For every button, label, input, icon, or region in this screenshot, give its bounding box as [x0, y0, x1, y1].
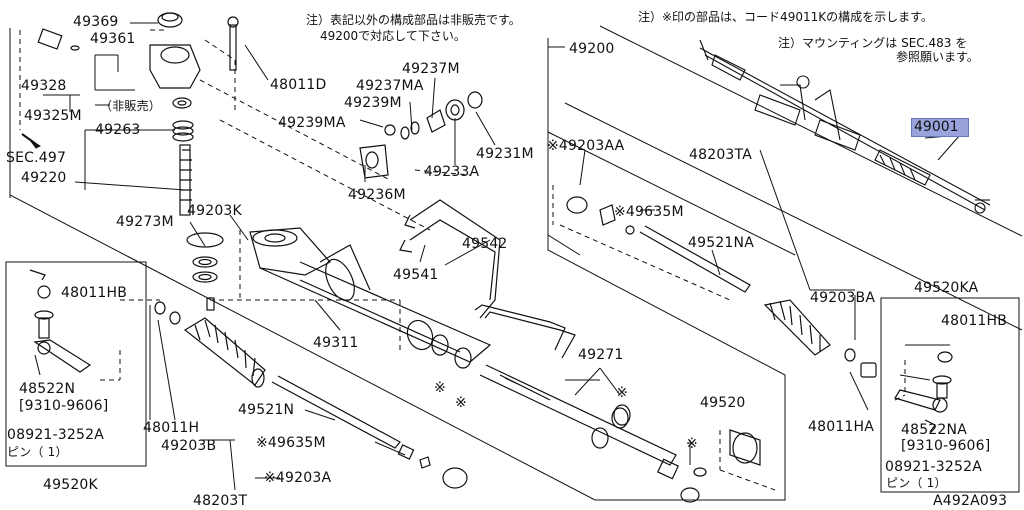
star-mark: ※ — [686, 436, 698, 452]
tie-rod-end-box-left — [5, 261, 147, 467]
pin-qty-right: ピン（ 1） — [886, 476, 947, 490]
sec-497-link[interactable]: SEC.497 — [6, 150, 67, 166]
part-label-49200[interactable]: 49200 — [569, 41, 615, 57]
note-star-parts: 注）※印の部品は、コード49011Kの構成を示します。 — [638, 10, 933, 24]
part-label-49328[interactable]: 49328 — [21, 78, 67, 94]
boot-right — [763, 299, 877, 378]
star-mark: ※ — [434, 380, 446, 396]
part-label-49520[interactable]: 49520 — [700, 395, 746, 411]
subassembly-outline — [547, 132, 581, 256]
part-label-49520K[interactable]: 49520K — [43, 477, 98, 493]
part-label-49237M[interactable]: 49237M — [402, 61, 460, 77]
note-nonsale-2: 49200で対応して下さい。 — [320, 29, 466, 43]
part-label-49231M[interactable]: 49231M — [476, 146, 534, 162]
part-label-49233A[interactable]: 49233A — [424, 164, 480, 180]
tie-rod-end-left — [29, 269, 92, 373]
inner-tie-rods — [271, 204, 751, 469]
part-label-48011HB-right[interactable]: 48011HB — [941, 313, 1008, 329]
part-label-49520KA[interactable]: 49520KA — [914, 280, 979, 296]
part-label-49263[interactable]: 49263 — [95, 122, 141, 138]
part-label-49203A[interactable]: ※49203A — [264, 470, 332, 486]
part-label-08921-left[interactable]: 08921-3252A — [7, 427, 104, 443]
pin-qty-left: ピン（ 1） — [7, 445, 68, 459]
note-nonsale-1: 注）表記以外の構成部品は非販売です。 — [306, 13, 521, 27]
boot-left — [154, 301, 266, 388]
part-label-49203B[interactable]: 49203B — [161, 438, 217, 454]
star-mark: ※ — [455, 395, 467, 411]
complete-gear-assembly — [699, 39, 991, 214]
part-label-49203BA[interactable]: 49203BA — [810, 290, 876, 306]
star-mark: ※ — [616, 385, 628, 401]
range-48522N: [9310-9606] — [19, 398, 109, 414]
part-label-49521N[interactable]: 49521N — [238, 402, 295, 418]
part-label-49635M-right[interactable]: ※49635M — [614, 204, 684, 220]
tie-rod-end-right — [894, 351, 953, 433]
gear-housing — [249, 227, 492, 369]
part-label-49542[interactable]: 49542 — [462, 236, 508, 252]
part-label-08921-right[interactable]: 08921-3252A — [885, 459, 982, 475]
part-label-48011HA[interactable]: 48011HA — [808, 419, 875, 435]
part-label-49311[interactable]: 49311 — [313, 335, 359, 351]
label-nonsale: （非販売） — [100, 99, 162, 113]
part-label-49635M-left[interactable]: ※49635M — [256, 435, 326, 451]
part-label-49325M[interactable]: 49325M — [24, 108, 82, 124]
range-48522NA: [9310-9606] — [901, 438, 991, 454]
part-label-49273M[interactable]: 49273M — [116, 214, 174, 230]
part-label-49203K[interactable]: 49203K — [187, 203, 242, 219]
part-label-49541[interactable]: 49541 — [393, 267, 439, 283]
part-label-49361[interactable]: 49361 — [90, 31, 136, 47]
part-label-49369[interactable]: 49369 — [73, 14, 119, 30]
part-label-49001-highlighted[interactable]: 49001 — [911, 118, 969, 137]
part-label-49220[interactable]: 49220 — [21, 170, 67, 186]
tie-rod-end-box-right — [880, 297, 1020, 493]
part-label-48522N[interactable]: 48522N — [19, 381, 76, 397]
part-label-49237MA[interactable]: 49237MA — [356, 78, 424, 94]
part-label-49236M[interactable]: 49236M — [348, 187, 406, 203]
part-label-48203TA[interactable]: 48203TA — [689, 147, 752, 163]
part-label-49203AA[interactable]: ※49203AA — [547, 138, 625, 154]
pressure-lines — [399, 199, 576, 359]
diagram-code: A492A093 — [933, 493, 1008, 509]
part-label-48011D[interactable]: 48011D — [270, 77, 327, 93]
note-mounting-2: 参照願います。 — [896, 50, 979, 64]
part-label-48011HB-left[interactable]: 48011HB — [61, 285, 128, 301]
part-label-48203T[interactable]: 48203T — [193, 493, 248, 509]
part-label-48011H[interactable]: 48011H — [143, 420, 200, 436]
control-valve — [149, 12, 224, 311]
part-label-49239MA[interactable]: 49239MA — [278, 115, 346, 131]
note-mounting-1: 注）マウンティングは SEC.483 を — [778, 36, 968, 50]
part-label-48522NA[interactable]: 48522NA — [901, 422, 967, 438]
part-label-49239M[interactable]: 49239M — [344, 95, 402, 111]
rack — [479, 364, 680, 480]
sec-arrow — [21, 133, 42, 149]
part-label-49521NA[interactable]: 49521NA — [688, 235, 754, 251]
part-label-49271[interactable]: 49271 — [578, 347, 624, 363]
